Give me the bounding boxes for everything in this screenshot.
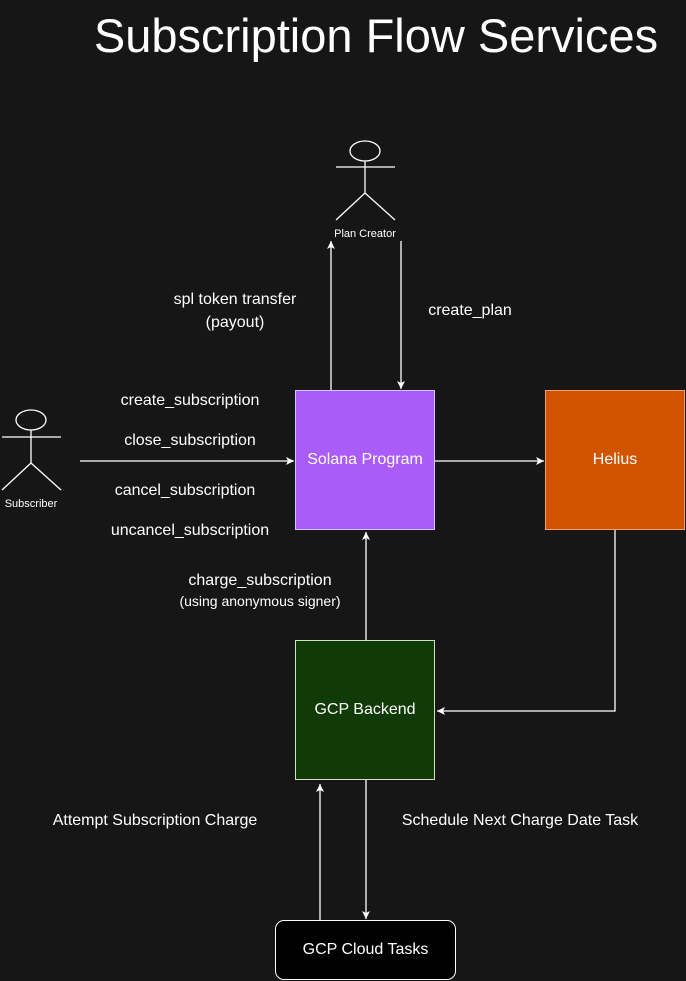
page-title: Subscription Flow Services [93,9,659,62]
subscriber-actor-icon [1,409,62,491]
payout-label: (payout) [205,314,265,331]
helius-label: Helius [592,451,638,468]
anonymous-signer-label: (using anonymous signer) [179,593,341,609]
plan-creator-label: Plan Creator [334,228,396,240]
uncancel-subscription-label: uncancel_subscription [110,522,270,539]
spl-transfer-label: spl token transfer [173,291,297,308]
solana-program-label: Solana Program [307,451,423,468]
solana-program-node[interactable]: Solana Program [295,390,435,530]
attempt-charge-label: Attempt Subscription Charge [52,812,258,829]
create-plan-label: create_plan [428,302,512,319]
helius-node[interactable]: Helius [545,390,685,530]
schedule-next-label: Schedule Next Charge Date Task [401,812,639,829]
helius-to-backend-arrow [437,530,616,715]
charge-subscription-label: charge_subscription [188,572,332,589]
subscriber-label: Subscriber [4,498,58,510]
gcp-backend-label: GCP Backend [314,701,416,718]
close-subscription-label: close_subscription [124,432,256,449]
gcp-cloud-tasks-label: GCP Cloud Tasks [302,941,429,958]
plan-creator-actor-icon [335,140,396,221]
create-subscription-label: create_subscription [120,392,260,409]
cancel-subscription-label: cancel_subscription [114,482,256,499]
gcp-cloud-tasks-node[interactable]: GCP Cloud Tasks [275,920,456,980]
gcp-backend-node[interactable]: GCP Backend [295,640,435,780]
